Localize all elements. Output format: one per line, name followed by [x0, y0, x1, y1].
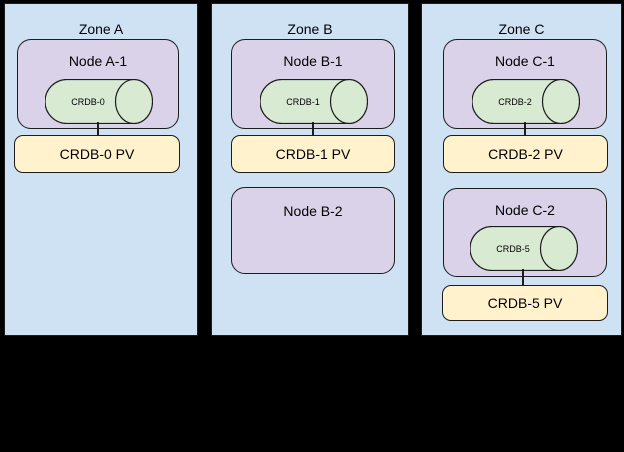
database-cylinder-icon	[472, 79, 580, 124]
pod-crdb-1: CRDB-1	[260, 79, 368, 124]
pod-crdb-2-label: CRDB-2	[498, 96, 532, 107]
connector-line	[524, 122, 526, 136]
pv-crdb-1: CRDB-1 PV	[231, 135, 395, 173]
connector-line	[97, 122, 99, 136]
zone-b-title: Zone B	[287, 21, 333, 37]
pod-crdb-5-label: CRDB-5	[496, 243, 530, 254]
database-cylinder-icon	[260, 79, 368, 124]
database-cylinder-icon	[470, 226, 578, 271]
node-c-1: Node C-1 CRDB-2	[443, 39, 607, 129]
pv-crdb-2: CRDB-2 PV	[443, 135, 608, 173]
node-a-1: Node A-1 CRDB-0	[17, 39, 179, 129]
zone-b-panel: Zone B Node B-1 CRDB-1 CRDB-1 PV Node B-…	[211, 3, 409, 336]
pv-crdb-5-label: CRDB-5 PV	[487, 295, 563, 311]
connector-line	[522, 269, 524, 285]
pv-crdb-2-label: CRDB-2 PV	[488, 146, 563, 162]
zone-c-title: Zone C	[498, 21, 545, 37]
node-a-1-title: Node A-1	[68, 53, 128, 69]
node-b-2-title: Node B-2	[283, 203, 343, 219]
zone-a-title: Zone A	[78, 21, 124, 37]
pod-crdb-0: CRDB-0	[45, 79, 153, 124]
node-c-2: Node C-2 CRDB-5	[443, 188, 607, 277]
node-c-1-title: Node C-1	[495, 53, 555, 69]
pv-crdb-5: CRDB-5 PV	[442, 285, 608, 321]
node-c-2-title: Node C-2	[495, 202, 555, 218]
connector-line	[312, 122, 314, 136]
zone-c-panel: Zone C Node C-1 CRDB-2 CRDB-2 PV Node C-…	[421, 3, 622, 336]
pv-crdb-0-label: CRDB-0 PV	[59, 146, 135, 162]
node-b-1-title: Node B-1	[283, 53, 343, 69]
pod-crdb-5: CRDB-5	[470, 226, 578, 271]
pv-crdb-1-label: CRDB-1 PV	[275, 146, 351, 162]
pv-crdb-0: CRDB-0 PV	[14, 135, 180, 173]
pod-crdb-2: CRDB-2	[472, 79, 580, 124]
zone-a-panel: Zone A Node A-1 CRDB-0 CRDB-0 PV	[4, 3, 198, 336]
node-b-2: Node B-2	[231, 187, 395, 274]
pod-crdb-0-label: CRDB-0	[71, 96, 105, 107]
database-cylinder-icon	[45, 79, 153, 124]
node-b-1: Node B-1 CRDB-1	[231, 39, 395, 129]
pod-crdb-1-label: CRDB-1	[286, 96, 320, 107]
